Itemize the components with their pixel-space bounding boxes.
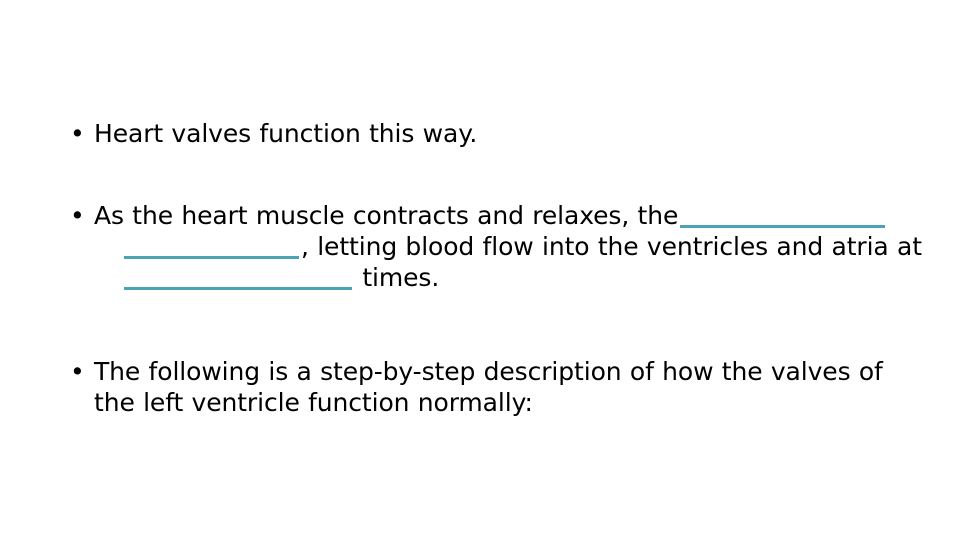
bullet-paragraph: The following is a step-by-step descript… [94, 356, 942, 418]
fill-in-blank-1[interactable] [680, 203, 886, 228]
fill-in-blank-2[interactable] [124, 234, 299, 259]
line-text: times. [354, 263, 440, 292]
bullet-marker-icon: • [70, 201, 85, 230]
text-line-1: As the heart muscle contracts and relaxe… [94, 200, 942, 231]
fill-in-blank-3[interactable] [124, 265, 352, 290]
slide-body-placeholder: • Heart valves function this way. • As t… [62, 104, 942, 418]
text-line-2: , letting blood flow into the ventricles… [94, 231, 942, 262]
bullet-paragraph: As the heart muscle contracts and relaxe… [94, 200, 942, 293]
bullet-line: • As the heart muscle contracts and rela… [62, 200, 942, 293]
bullet-line: • Heart valves function this way. [62, 118, 942, 149]
bullet-marker-icon: • [70, 357, 85, 386]
line-text: As the heart muscle contracts and relaxe… [94, 201, 679, 230]
bullet-item-1[interactable]: • Heart valves function this way. [62, 118, 942, 149]
text-line-2: the left ventricle function normally: [94, 388, 533, 417]
bullet-item-3[interactable]: • The following is a step-by-step descri… [62, 356, 942, 418]
bullet-marker-icon: • [70, 119, 85, 148]
bullet-line: • The following is a step-by-step descri… [62, 356, 942, 418]
line-text: , letting blood flow into the ventricles… [301, 232, 922, 261]
text-line: Heart valves function this way. [94, 119, 478, 148]
text-line-1: The following is a step-by-step descript… [94, 357, 883, 386]
text-line-3: times. [94, 262, 942, 293]
bullet-item-2[interactable]: • As the heart muscle contracts and rela… [62, 200, 942, 293]
bullet-paragraph: Heart valves function this way. [94, 118, 942, 149]
